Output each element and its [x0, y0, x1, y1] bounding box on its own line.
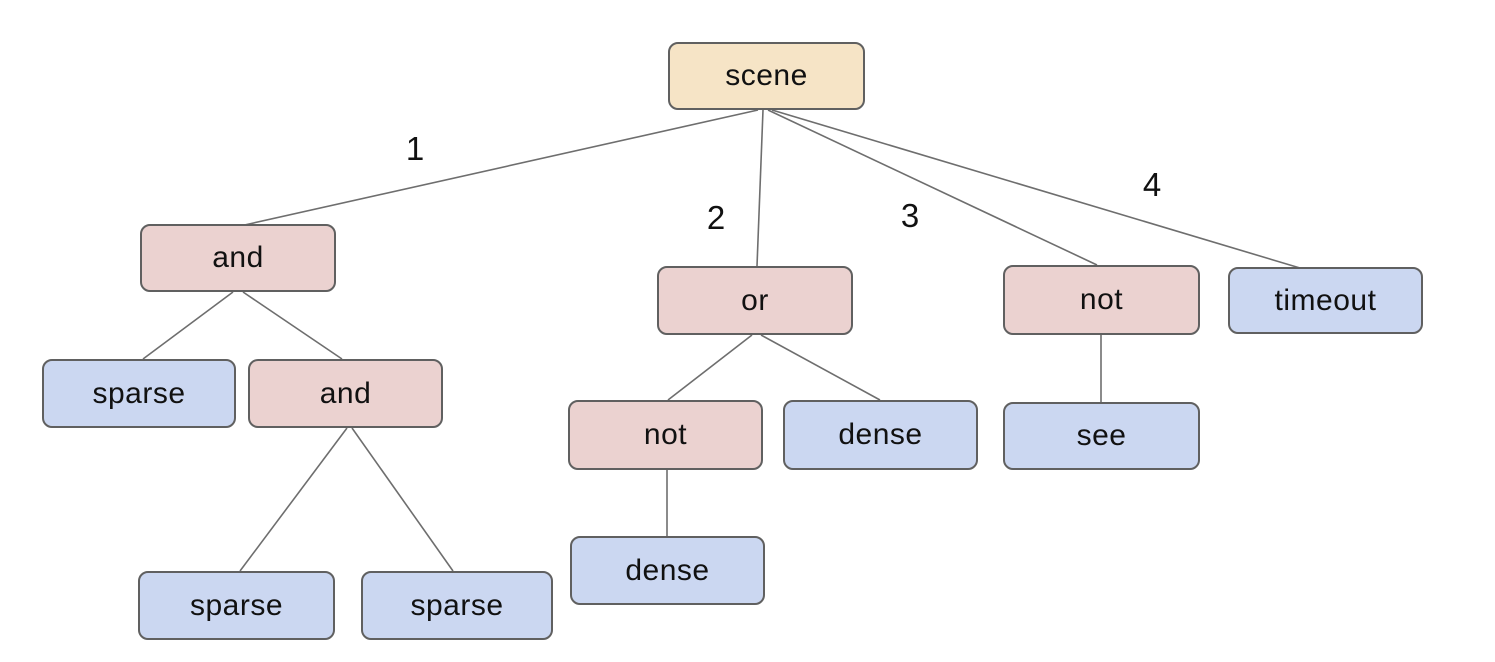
- node-dense-2: dense: [570, 536, 765, 605]
- edge-scene-and: [239, 109, 759, 227]
- edge-and2-sparse2: [239, 427, 348, 572]
- edge-and-and: [242, 291, 343, 360]
- node-scene: scene: [668, 42, 865, 110]
- node-sparse-1: sparse: [42, 359, 236, 428]
- node-not-1: not: [568, 400, 763, 470]
- edge-and-sparse: [142, 291, 234, 360]
- node-dense-1: dense: [783, 400, 978, 470]
- edge-label-1: 1: [405, 130, 425, 167]
- node-not-2: not: [1003, 265, 1200, 335]
- edge-and2-sparse3: [351, 427, 454, 572]
- node-or: or: [657, 266, 853, 335]
- edge-label-4: 4: [1142, 166, 1162, 203]
- edge-scene-timeout: [771, 109, 1301, 269]
- edge-label-3: 3: [900, 197, 920, 234]
- node-see: see: [1003, 402, 1200, 470]
- node-and-2: and: [248, 359, 443, 428]
- edge-scene-not: [767, 109, 1098, 266]
- node-sparse-2: sparse: [138, 571, 335, 640]
- node-and-1: and: [140, 224, 336, 292]
- edge-label-2: 2: [706, 199, 726, 236]
- edge-or-dense: [760, 334, 881, 401]
- edge-or-not: [667, 334, 753, 401]
- node-sparse-3: sparse: [361, 571, 553, 640]
- edge-scene-or: [756, 109, 764, 267]
- node-timeout: timeout: [1228, 267, 1423, 334]
